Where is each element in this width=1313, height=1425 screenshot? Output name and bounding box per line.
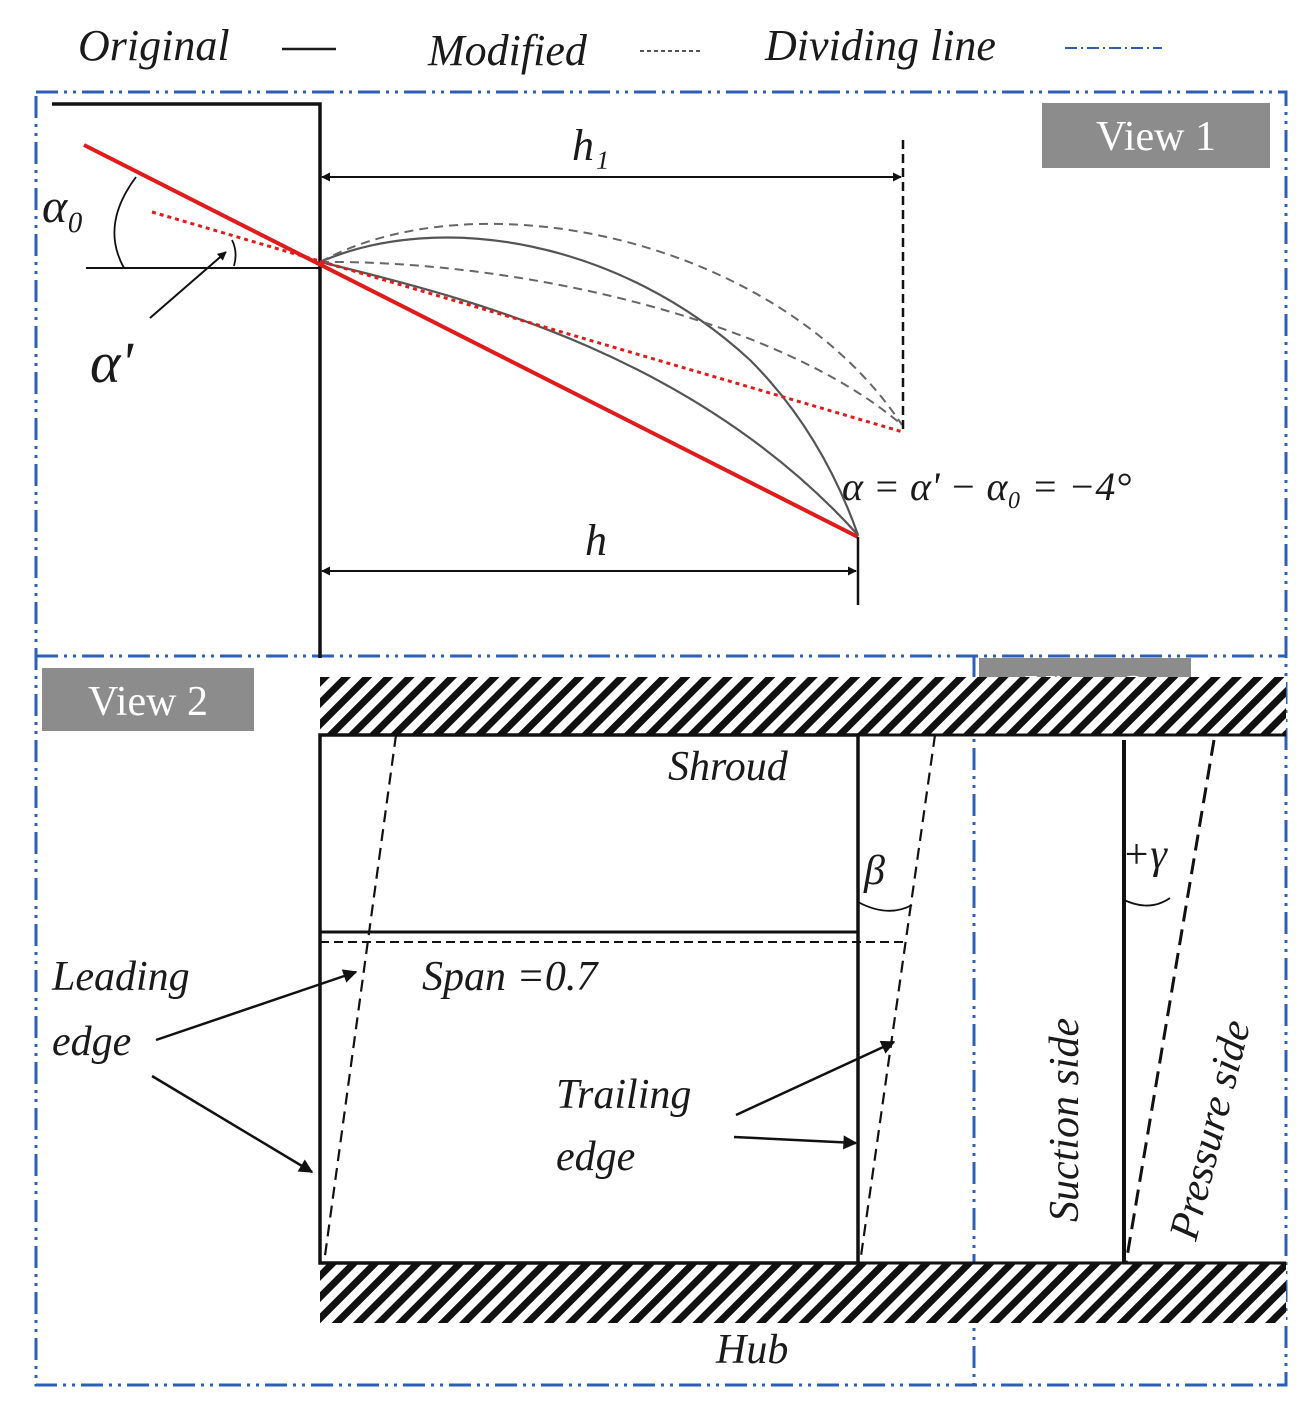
beta-arc (857, 901, 913, 912)
alpha0-label: α₀ (42, 180, 84, 233)
modified-blade-lower-curve (319, 260, 903, 426)
hub-wall (320, 1261, 1286, 1323)
hub-label: Hub (715, 1327, 788, 1373)
shroud-label: Shroud (668, 744, 789, 790)
gamma-arc (1123, 897, 1171, 907)
view-2-tag: View 2 (42, 668, 254, 731)
view-1-tag: View 1 (1042, 103, 1270, 168)
beta-label: β (863, 848, 885, 894)
gamma-label: +γ (1122, 832, 1168, 878)
h-label: h (585, 516, 607, 565)
trailing-edge-arrow-lower (733, 1135, 858, 1150)
suction-side-label: Suction side (1042, 1018, 1088, 1222)
trailing-edge-arrow-upper (735, 1040, 896, 1117)
alpha-prime-pointer (149, 251, 227, 319)
modified-blade-section (1124, 739, 1216, 1264)
view-3: +γ Suction side Pressure side (1042, 739, 1260, 1264)
span-label: Span =0.7 (422, 954, 599, 1000)
pressure-side-label: Pressure side (1161, 1016, 1260, 1246)
alpha-prime-label: α' (90, 330, 134, 395)
modified-leading-edge (322, 734, 398, 1264)
original-blade-outline (318, 733, 860, 1265)
angle-equation: α = α' − α₀ = −4° (842, 464, 1131, 509)
svg-text:View 1: View 1 (1096, 114, 1216, 160)
leading-edge-arrow-upper (155, 969, 358, 1042)
leading-edge-label-line1: Leading (51, 954, 190, 1000)
legend: Original Modified Dividing line (78, 21, 1162, 75)
outer-frame (34, 90, 1288, 1387)
svg-text:View 2: View 2 (88, 679, 208, 725)
leading-edge-label-line2: edge (52, 1019, 131, 1065)
shroud-wall (320, 677, 1286, 737)
wall-line (52, 102, 322, 658)
modified-blade-upper-curve (319, 222, 903, 426)
legend-dividing-label: Dividing line (764, 21, 996, 70)
modified-trailing-edge (858, 734, 937, 1264)
legend-modified-label: Modified (427, 26, 588, 75)
view-1: α₀ α' h₁ h α = α' − α₀ = −4° (42, 102, 1131, 658)
alpha-prime-arc (231, 239, 237, 267)
trailing-edge-label-line2: edge (556, 1134, 635, 1180)
leading-edge-arrow-lower (151, 1074, 314, 1174)
view-dividers (34, 90, 1288, 1387)
original-blade-upper-curve (319, 236, 860, 536)
h1-label: h₁ (572, 121, 609, 170)
original-chord-line (83, 143, 859, 539)
trailing-edge-label-line1: Trailing (556, 1072, 691, 1118)
modified-chord-line (151, 210, 904, 434)
alpha0-arc (113, 176, 137, 269)
legend-original-label: Original (78, 21, 230, 70)
original-blade-lower-curve (319, 260, 859, 536)
view-2: β Shroud Hub Span =0.7 Leading edge Trai… (51, 733, 937, 1373)
